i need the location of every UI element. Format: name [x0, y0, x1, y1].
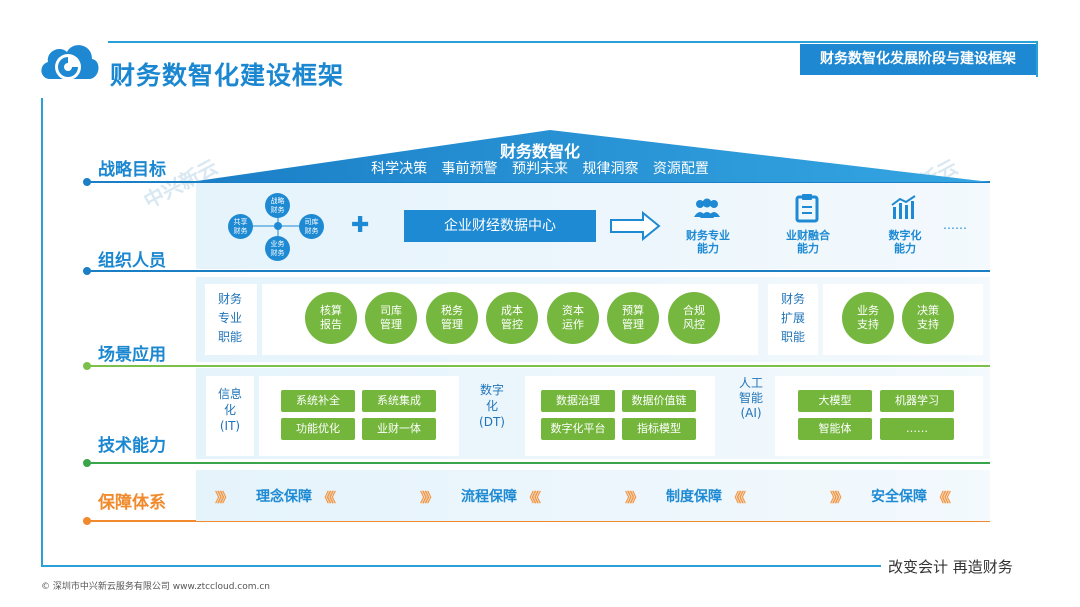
tech-it-label: 信息化(IT) — [217, 387, 242, 433]
scene-right-label-panel — [768, 284, 818, 355]
frame-left-line — [41, 98, 43, 565]
scene-item: 司库管理 — [365, 292, 417, 344]
scene-item: 合规风控 — [668, 292, 720, 344]
company-logo-icon — [41, 45, 99, 80]
scene-item: 税务管理 — [426, 292, 478, 344]
row-rule — [83, 517, 990, 525]
capability-label: 财务专业能力 — [686, 229, 730, 255]
chevron-left-icon: 》》》 — [732, 491, 747, 506]
row-label-strategy: 战略目标 — [98, 160, 166, 180]
tech-item: 功能优化 — [281, 418, 355, 440]
row-label-scenario: 场景应用 — [98, 345, 166, 365]
tech-item: 数据治理 — [541, 390, 615, 412]
tech-dt-label: 数字化(DT) — [479, 383, 505, 429]
tech-item: 系统补全 — [281, 390, 355, 412]
frame-bottom-line — [41, 565, 881, 567]
roof-title: 财务数智化 — [499, 142, 580, 161]
guarantee-item: 安全保障 — [871, 489, 927, 505]
guarantee-item: 流程保障 — [461, 489, 517, 505]
tech-item: 数字化平台 — [541, 418, 615, 440]
footer-tagline: 改变会计 再造财务 — [888, 558, 1013, 576]
capability-label: 业财融合能力 — [786, 229, 830, 255]
section-tab: 财务数智化发展阶段与建设框架 — [800, 44, 1036, 75]
tech-item: …… — [880, 418, 954, 440]
tech-dt-panel — [525, 376, 715, 456]
scene-right-label: 财务扩展职能 — [780, 292, 805, 344]
chevron-left-icon: 》》》 — [322, 491, 337, 506]
footer-copyright: © 深圳市中兴新云服务有限公司 www.ztccloud.com.cn — [41, 582, 271, 592]
chevron-left-icon: 》》》 — [527, 491, 542, 506]
more-ellipsis: …… — [943, 218, 967, 232]
chevron-right-icon: 》》》 — [215, 491, 233, 506]
tech-item: 数据价值链 — [622, 390, 696, 412]
tech-it-label-panel — [206, 376, 254, 456]
roof-shape — [190, 130, 990, 182]
page-title: 财务数智化建设框架 — [110, 61, 345, 90]
tech-ai-panel — [775, 376, 983, 456]
chevron-right-icon: 》》》 — [420, 491, 438, 506]
plus-icon: ✚ — [351, 213, 370, 238]
people-icon — [694, 198, 720, 218]
tech-item: 指标模型 — [622, 418, 696, 440]
scene-item: 成本管控 — [486, 292, 538, 344]
scene-item: 核算报告 — [305, 292, 357, 344]
chevron-left-icon: 》》》 — [937, 491, 952, 506]
org-circle-strategy: 战略财务 — [265, 193, 290, 218]
row-rule — [83, 267, 990, 275]
frame-right-line — [1036, 41, 1038, 77]
tech-item: 系统集成 — [362, 390, 436, 412]
document-icon — [795, 194, 819, 223]
guarantee-item: 制度保障 — [666, 489, 722, 505]
row-rule — [83, 459, 990, 467]
row-rule — [83, 362, 990, 370]
tech-item: 业财一体 — [362, 418, 436, 440]
row-label-technology: 技术能力 — [98, 436, 166, 456]
scene-item: 决策支持 — [902, 292, 954, 344]
scene-item: 资本运作 — [547, 292, 599, 344]
scene-item: 业务支持 — [842, 292, 894, 344]
guarantee-item: 理念保障 — [256, 489, 312, 505]
tech-item: 智能体 — [798, 418, 872, 440]
org-circle-treasury: 司库财务 — [299, 214, 324, 239]
capability-label: 数字化能力 — [888, 229, 922, 255]
scene-left-label: 财务专业职能 — [217, 292, 242, 344]
tech-item: 机器学习 — [880, 390, 954, 412]
arrow-right-icon — [610, 210, 661, 242]
chevron-right-icon: 》》》 — [625, 491, 643, 506]
data-center-box: 企业财经数据中心 — [404, 210, 596, 242]
scene-item: 预算管理 — [607, 292, 659, 344]
org-circle-business: 业务财务 — [265, 236, 290, 261]
tech-ai-label: 人工智能(AI) — [739, 376, 764, 420]
scene-left-label-panel — [205, 284, 257, 355]
roof-subtitle: 科学决策 事前预警 预判未来 规律洞察 资源配置 — [371, 161, 709, 177]
row-rule — [83, 178, 990, 186]
band-guarantee — [196, 470, 990, 521]
frame-top-line — [108, 41, 1038, 43]
row-label-organization: 组织人员 — [98, 251, 166, 271]
row-label-guarantee: 保障体系 — [98, 493, 166, 513]
org-circle-shared: 共享财务 — [228, 214, 253, 239]
chevron-right-icon: 》》》 — [830, 491, 848, 506]
tech-it-panel — [259, 376, 459, 456]
bar-chart-icon — [891, 195, 916, 219]
tech-item: 大模型 — [798, 390, 872, 412]
